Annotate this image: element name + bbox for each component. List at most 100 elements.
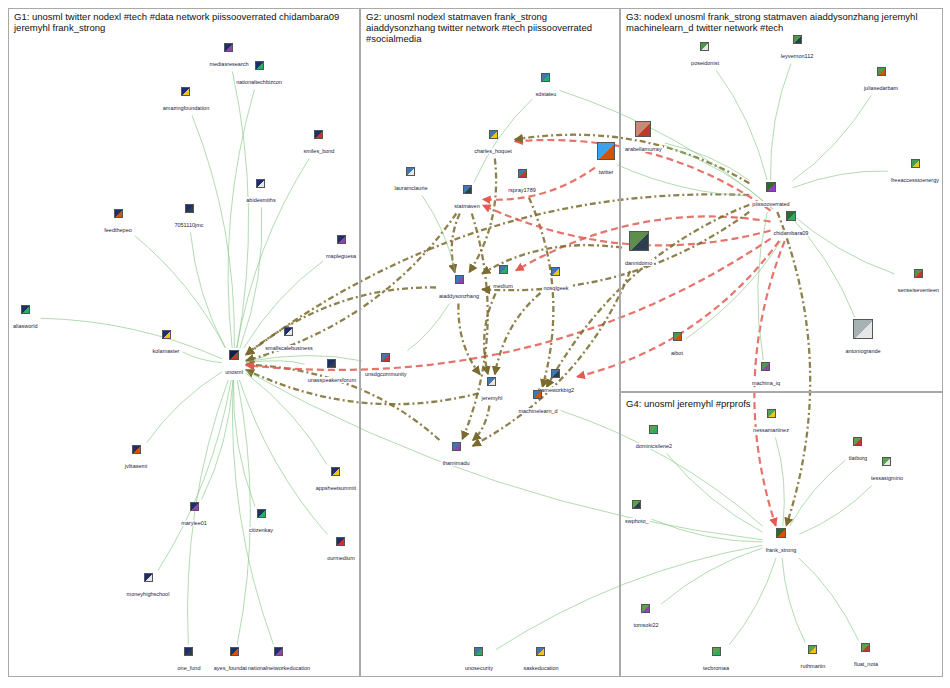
connector (776, 438, 785, 527)
vertex-label: lauramclaurie (393, 185, 428, 191)
user-vertex: ourmedium (326, 537, 356, 564)
vertex-icon (185, 204, 194, 213)
connector (496, 545, 763, 649)
user-vertex: senseiseventeen (897, 269, 940, 296)
user-vertex: twitter (597, 142, 615, 178)
vertex-label: smiles_bond (303, 148, 336, 154)
vertex-icon (853, 319, 873, 339)
vertex-label: smallscalebusiness (264, 345, 313, 351)
connector (192, 116, 234, 349)
connector (191, 233, 226, 349)
vertex-icon (877, 67, 886, 76)
vertex-icon (632, 500, 641, 509)
user-vertex: medium (492, 265, 514, 292)
vertex-label: ruthmartin (800, 663, 827, 669)
user-vertex: tlatborg (848, 437, 868, 464)
vertex-label: antoniogrande (844, 348, 881, 354)
vertex-label: kolamaster (152, 348, 181, 354)
user-vertex: rspray1789 (507, 169, 537, 196)
user-vertex: machinelearn_d (517, 390, 558, 417)
user-vertex: kolamaster (152, 330, 181, 357)
connector (458, 304, 480, 375)
vertex-icon (767, 409, 776, 418)
vertex-icon (776, 528, 786, 538)
connector (422, 196, 456, 273)
vertex-icon (184, 647, 193, 656)
user-vertex: jeremyhl (481, 377, 504, 404)
connector (667, 454, 763, 533)
user-vertex: piissooverrated (751, 182, 790, 210)
vertex-icon (455, 275, 464, 284)
user-vertex: frank_strong (765, 528, 798, 556)
vertex-label: unosml (224, 369, 244, 375)
vertex-label: marylee01 (180, 520, 208, 526)
user-vertex: unosml (224, 350, 244, 378)
vertex-icon (229, 350, 239, 360)
user-vertex: dannidomo (624, 231, 653, 269)
vertex-label: charles_hoquet (473, 148, 513, 154)
vertex-icon (541, 73, 550, 82)
user-vertex: antoniogrande (844, 319, 881, 357)
vertex-icon (551, 267, 560, 276)
vertex-label: swphoto_ (624, 518, 650, 524)
vertex-icon (853, 437, 862, 446)
vertex-label: twitter (598, 169, 615, 175)
user-vertex: charles_hoquet (473, 130, 513, 157)
user-vertex: tessasigmino (870, 457, 904, 484)
connector (686, 241, 781, 339)
user-vertex: 7051110jmc (173, 204, 204, 231)
connector (246, 371, 763, 540)
vertex-label: machinelearn_d (517, 408, 558, 414)
connector (408, 304, 450, 351)
connector (228, 90, 254, 349)
vertex-icon (629, 231, 649, 251)
connector (246, 214, 456, 361)
user-vertex: frameworkbig2 (537, 369, 575, 396)
user-vertex: abidesmiths (245, 179, 276, 206)
user-vertex: swphoto_ (624, 500, 650, 527)
vertex-label: tecbromaa (702, 665, 730, 671)
vertex-icon (518, 169, 527, 178)
vertex-label: aiaddysonzhang (438, 293, 480, 299)
user-vertex: marylee01 (180, 502, 208, 529)
connector (771, 64, 791, 181)
connector (41, 318, 223, 359)
connector (790, 460, 846, 526)
connector (559, 90, 772, 209)
vertex-label: feedthepeo (103, 227, 133, 233)
user-vertex: statmaven (453, 185, 480, 212)
user-vertex: unasspeakersforum (307, 359, 357, 386)
connector (515, 135, 750, 183)
vertex-label: citizenkay (248, 527, 274, 533)
vertex-icon (190, 502, 199, 511)
user-vertex: dominicsilene2 (635, 425, 673, 452)
vertex-label: saskeducation (522, 665, 559, 671)
vertex-icon (132, 445, 141, 454)
vertex-icon (381, 353, 390, 362)
vertex-label: 7051110jmc (173, 222, 204, 228)
vertex-icon (766, 182, 776, 192)
user-vertex: moneyhighschool (126, 573, 171, 600)
vertex-icon (499, 265, 508, 274)
vertex-icon (284, 327, 293, 336)
vertex-label: tomsoki22 (632, 622, 659, 628)
connector (793, 171, 888, 188)
user-vertex: chidambara09 (773, 211, 810, 239)
connector (246, 356, 362, 362)
user-vertex: tomsoki22 (632, 604, 659, 631)
vertex-icon (911, 159, 920, 168)
connector (782, 558, 805, 643)
user-vertex: leyvernon112 (780, 35, 815, 62)
connector (232, 380, 273, 645)
vertex-label: nessamartinez (752, 427, 790, 433)
connector (799, 486, 872, 535)
vertex-icon (793, 35, 802, 44)
user-vertex: citizenkay (248, 509, 274, 536)
group-panel: G4: unosml jeremyhl #prprofsdominicsilen… (620, 392, 943, 677)
connector (665, 145, 773, 209)
vertex-label: frameworkbig2 (537, 387, 575, 393)
connector (246, 194, 749, 355)
vertex-label: poseidonist (690, 60, 720, 66)
vertex-label: jeremyhl (481, 395, 504, 401)
connector (793, 96, 872, 181)
